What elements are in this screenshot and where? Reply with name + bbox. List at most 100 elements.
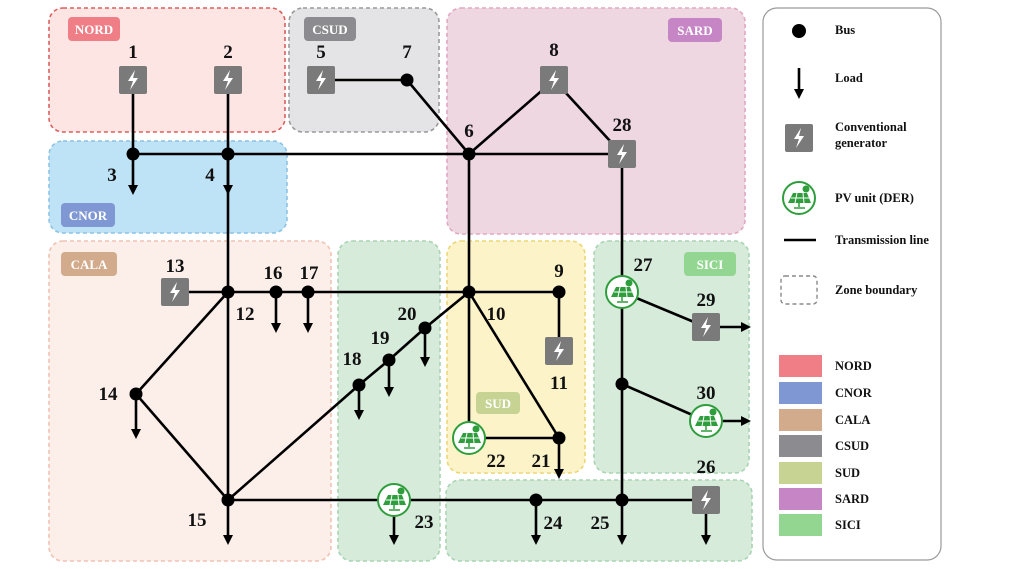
bus-dot-15	[221, 493, 235, 507]
generator-icon-26	[692, 486, 720, 514]
line-14-15	[135, 393, 229, 501]
bus-dot-3	[126, 147, 140, 161]
generator-icon-11	[545, 337, 573, 365]
generator-icon-5	[307, 66, 335, 94]
legend-swatch-csud	[779, 435, 822, 457]
zones-layer	[48, 7, 753, 562]
bus-label-9: 9	[554, 261, 564, 282]
bus-dot-7	[400, 73, 414, 87]
bus-dot-21	[552, 431, 566, 445]
zone-tag-cnor-label: CNOR	[69, 208, 108, 223]
zone-tag-sud	[476, 392, 520, 414]
legend-pv-label: PV unit (DER)	[835, 191, 914, 205]
bus-dot-25b	[615, 377, 629, 391]
zone-tag-nord-label: NORD	[75, 22, 113, 37]
legend-swatch-cala	[779, 409, 822, 431]
bus-dot-25	[615, 493, 629, 507]
generator-icon-13	[161, 278, 189, 306]
bus-dots	[126, 73, 629, 507]
generator-icon-29	[692, 313, 720, 341]
bus-label-2: 2	[223, 42, 233, 63]
zone-sard	[446, 7, 746, 235]
legend-zone-nord-label: NORD	[835, 359, 872, 373]
legend-zone-cala-label: CALA	[835, 413, 870, 427]
legend-pv-icon	[782, 181, 816, 215]
pv-icon-22	[452, 421, 486, 455]
bus-dot-17	[301, 285, 315, 299]
bus-dot-19	[382, 353, 396, 367]
legend-swatch-sud	[779, 462, 822, 484]
bus-label-5: 5	[316, 42, 326, 63]
line-20-10	[424, 290, 470, 330]
bus-dot-18	[352, 378, 366, 392]
zone-sud	[446, 240, 586, 474]
bus-label-13: 13	[166, 256, 185, 277]
zone-tag-csud-label: CSUD	[312, 22, 347, 37]
line-15-18	[227, 384, 360, 501]
legend-bus-label: Bus	[835, 23, 855, 37]
legend-zone-cnor-label: CNOR	[835, 386, 873, 400]
bus-label-4: 4	[205, 165, 215, 186]
legend: Bus Load Conventional generator PV unit …	[762, 7, 942, 561]
bus-label-20: 20	[398, 304, 417, 325]
bus-label-28: 28	[613, 115, 632, 136]
legend-generator-label-line1: Conventional	[835, 120, 907, 134]
bus-label-10: 10	[487, 304, 506, 325]
legend-swatch-sici	[779, 514, 822, 536]
bus-dot-10	[462, 285, 476, 299]
line-12-14	[135, 291, 229, 395]
zone-tag-csud	[304, 17, 356, 41]
bus-label-14: 14	[99, 384, 119, 405]
generator-icon-2	[214, 66, 242, 94]
zone-tag-sard-label: SARD	[677, 23, 712, 38]
generator-icon-28	[608, 140, 636, 168]
legend-zone-boundary-icon	[780, 275, 818, 305]
bus-label-24: 24	[544, 513, 564, 534]
bus-dot-12	[221, 285, 235, 299]
bus-label-22: 22	[487, 451, 506, 472]
bus-label-12: 12	[236, 304, 255, 325]
legend-zone-sard-label: SARD	[835, 492, 869, 506]
line-19-20	[388, 327, 426, 361]
bus-label-25: 25	[591, 513, 610, 534]
zone-tag-cala-label: CALA	[71, 257, 108, 272]
bus-label-16: 16	[264, 263, 283, 284]
legend-swatch-cnor	[779, 382, 822, 404]
zone-tag-nord	[68, 17, 120, 41]
zone-tag-sici	[684, 252, 736, 276]
loads	[128, 154, 751, 545]
bus-label-26: 26	[697, 457, 716, 478]
bus-label-29: 29	[697, 290, 716, 311]
legend-transmission-line-label: Transmission line	[835, 233, 929, 247]
zone-tag-sud-label: SUD	[485, 396, 511, 411]
legend-generator-label-line2: generator	[835, 136, 888, 150]
bus-label-27: 27	[634, 255, 654, 276]
bus-dot-16	[269, 285, 283, 299]
bus-label-7: 7	[402, 42, 412, 63]
bus-label-23: 23	[415, 512, 434, 533]
zone-tags: NORD CSUD SARD CNOR CALA SUD SICI	[61, 17, 736, 414]
pv-icon-23	[377, 483, 411, 517]
bus-label-17: 17	[300, 263, 320, 284]
bus-label-3: 3	[107, 165, 117, 186]
line-18-19	[358, 359, 390, 386]
legend-zone-boundary-label: Zone boundary	[835, 283, 918, 297]
bus-label-15: 15	[188, 510, 207, 531]
legend-load-label: Load	[835, 71, 863, 85]
legend-zone-sici-label: SICI	[835, 518, 861, 532]
pv-icon-30	[689, 404, 723, 438]
legend-bus-icon	[792, 24, 806, 38]
bus-label-1: 1	[128, 42, 138, 63]
bus-label-11: 11	[550, 373, 568, 394]
bus-label-21: 21	[532, 451, 551, 472]
bus-label-30: 30	[697, 383, 716, 404]
zone-tag-cnor	[61, 203, 115, 227]
legend-swatch-sard	[779, 488, 822, 510]
line-10-21	[467, 291, 561, 439]
legend-generator-icon	[785, 124, 813, 152]
legend-swatch-nord	[779, 355, 822, 377]
bus-dot-6	[462, 147, 476, 161]
line-7-6	[406, 79, 470, 155]
legend-zone-csud-label: CSUD	[835, 439, 869, 453]
line-6-8	[468, 79, 555, 155]
